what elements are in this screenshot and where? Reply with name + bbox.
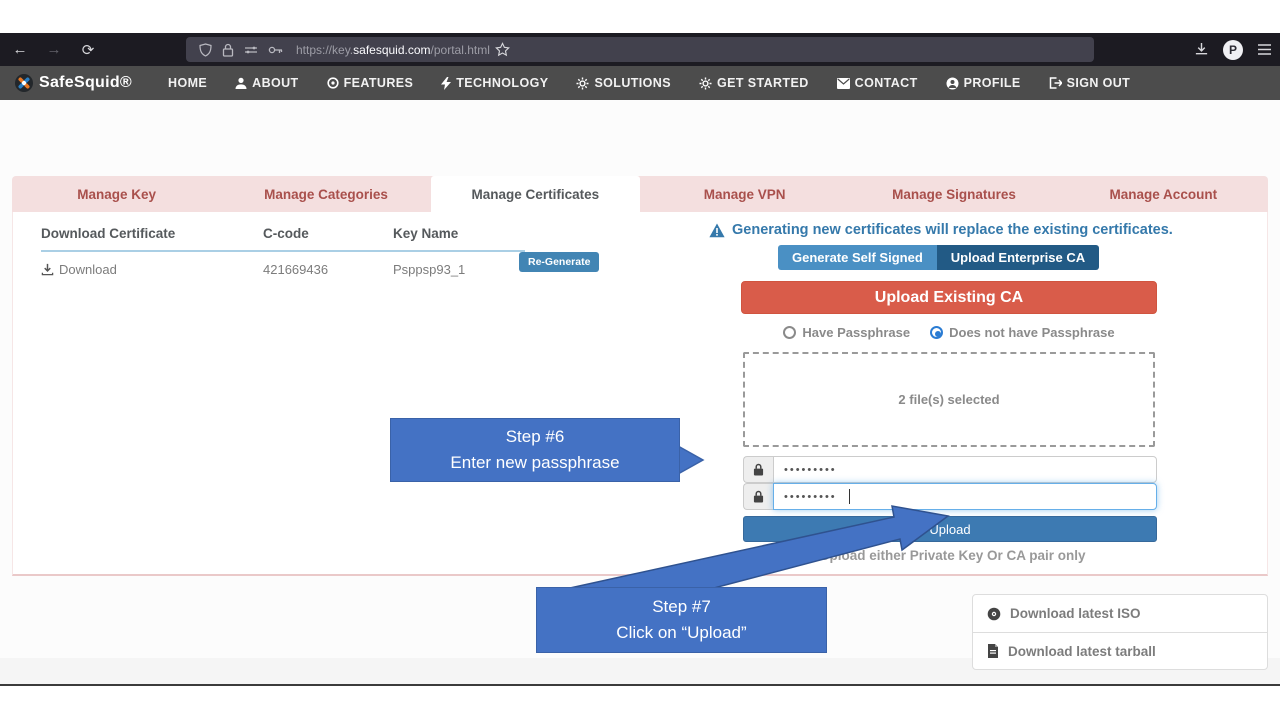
key-icon: [268, 46, 283, 53]
reload-icon[interactable]: ⟳: [81, 41, 95, 59]
step6-text: Enter new passphrase: [450, 453, 620, 472]
sign-out-icon: [1049, 77, 1062, 89]
radio-does-not-have-passphrase[interactable]: Does not have Passphrase: [930, 325, 1115, 340]
nav-item-profile[interactable]: PROFILE: [946, 76, 1021, 90]
gears-icon: [699, 77, 712, 89]
lock-addon-icon: [743, 483, 773, 510]
nav-item-get-started[interactable]: GET STARTED: [699, 76, 809, 90]
step7-text: Click on “Upload”: [616, 623, 747, 642]
tab-manage-key[interactable]: Manage Key: [77, 186, 157, 202]
download-latest-iso-link[interactable]: Download latest ISO: [973, 595, 1267, 632]
lock-icon: [222, 43, 234, 57]
upload-existing-ca-button[interactable]: Upload Existing CA: [741, 281, 1157, 314]
shield-icon: [199, 42, 212, 57]
step6-title: Step #6: [505, 427, 565, 446]
nav-item-features[interactable]: FEATURES: [326, 76, 414, 90]
browser-toolbar: ← → ⟳ https://key.safesquid.com/portal.h…: [0, 33, 1280, 66]
warning-triangle-icon: [709, 223, 725, 238]
tab-manage-signatures[interactable]: Manage Signatures: [892, 186, 1016, 202]
nav-item-solutions[interactable]: SOLUTIONS: [576, 76, 671, 90]
generate-self-signed-button[interactable]: Generate Self Signed: [778, 245, 937, 270]
upload-button[interactable]: Upload: [743, 516, 1157, 542]
passphrase-input-1[interactable]: [773, 456, 1157, 483]
step7-callout: Step #7 Click on “Upload”: [536, 587, 827, 653]
upload-enterprise-ca-button[interactable]: Upload Enterprise CA: [936, 245, 1100, 270]
brand-name: SafeSquid®: [39, 74, 133, 91]
nav-item-about[interactable]: ABOUT: [235, 76, 298, 90]
table-row: Download 421669436 Psppsp93_1: [41, 262, 531, 277]
radio-checked-icon: [930, 326, 944, 339]
manage-certificates-panel: Download Certificate C-code Key Name Dow…: [12, 212, 1268, 576]
upload-note: *Upload either Private Key Or CA pair on…: [814, 548, 1086, 563]
disc-icon: [987, 607, 1001, 620]
back-icon[interactable]: ←: [12, 41, 28, 58]
passphrase-field-2: [743, 483, 1157, 510]
step7-title: Step #7: [652, 597, 711, 616]
envelope-icon: [836, 77, 850, 89]
url-text: https://key.safesquid.com/portal.html: [296, 42, 490, 57]
download-icon: [41, 263, 54, 276]
target-icon: [326, 77, 339, 89]
file-dropzone[interactable]: 2 file(s) selected: [743, 352, 1155, 447]
step6-callout: Step #6 Enter new passphrase: [390, 418, 680, 482]
passphrase-field-1: [743, 456, 1157, 483]
nav-item-home[interactable]: HOME: [168, 76, 208, 90]
download-certificate-link[interactable]: Download: [41, 262, 263, 277]
forward-icon[interactable]: →: [46, 41, 62, 58]
user-circle-icon: [946, 77, 959, 89]
passphrase-radio-group: Have Passphrase Does not have Passphrase: [741, 325, 1157, 340]
nav-item-technology[interactable]: TECHNOLOGY: [441, 76, 548, 90]
nav-item-sign-out[interactable]: SIGN OUT: [1049, 76, 1131, 90]
safesquid-logo-icon: [15, 74, 33, 92]
profile-avatar[interactable]: P: [1223, 39, 1243, 60]
lock-addon-icon: [743, 456, 773, 483]
bolt-icon: [441, 76, 452, 90]
col-header-download-certificate: Download Certificate: [41, 226, 176, 241]
screenshot-bottom-edge: [0, 684, 1280, 686]
re-generate-button[interactable]: Re-Generate: [519, 252, 600, 272]
nav-item-contact[interactable]: CONTACT: [836, 76, 918, 90]
download-latest-tarball-link[interactable]: Download latest tarball: [973, 632, 1267, 669]
table-header-divider: [41, 250, 525, 252]
col-header-key-name: Key Name: [393, 226, 459, 241]
certificate-table: Download Certificate C-code Key Name Dow…: [41, 226, 531, 277]
c-code-value: 421669436: [263, 262, 329, 277]
downloads-icon[interactable]: [1194, 42, 1209, 57]
text-caret: [849, 489, 850, 504]
site-navbar: SafeSquid® HOME ABOUT FEATURES TECHNOLOG…: [0, 66, 1280, 100]
file-icon: [988, 644, 998, 658]
passphrase-input-2[interactable]: [773, 483, 1157, 510]
menu-icon[interactable]: [1257, 43, 1272, 56]
bookmark-star-icon[interactable]: [494, 42, 510, 57]
key-name-value: Psppsp93_1: [393, 262, 466, 277]
url-bar[interactable]: https://key.safesquid.com/portal.html: [186, 37, 1094, 62]
tab-manage-categories[interactable]: Manage Categories: [264, 186, 388, 202]
person-icon: [235, 77, 247, 89]
gears-icon: [576, 77, 589, 89]
downloads-list: Download latest ISO Download latest tarb…: [972, 594, 1268, 670]
tab-manage-account[interactable]: Manage Account: [1109, 186, 1218, 202]
permissions-icon: [245, 46, 257, 53]
col-header-c-code: C-code: [263, 226, 309, 241]
tab-manage-vpn[interactable]: Manage VPN: [703, 186, 786, 202]
radio-unchecked-icon: [783, 326, 797, 339]
tab-bar: Manage Key Manage Categories Manage Cert…: [12, 176, 1268, 212]
ca-mode-toggle: Generate Self Signed Upload Enterprise C…: [778, 245, 1100, 270]
tab-manage-certificates[interactable]: Manage Certificates: [430, 176, 640, 212]
radio-have-passphrase[interactable]: Have Passphrase: [783, 325, 910, 340]
brand-logo[interactable]: SafeSquid®: [14, 73, 132, 93]
certificates-warning: Generating new certificates will replace…: [709, 222, 1209, 238]
